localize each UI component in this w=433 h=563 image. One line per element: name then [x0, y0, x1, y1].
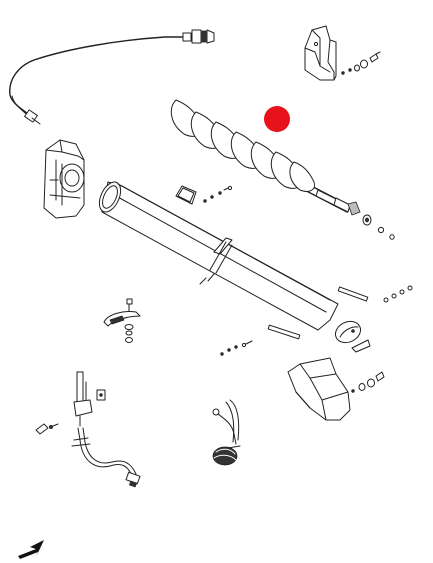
- cover-plate-fasteners[interactable]: [203, 185, 233, 203]
- inspection-cover-plate[interactable]: [175, 185, 197, 205]
- clamp-assembly[interactable]: [103, 298, 141, 343]
- callout-marker[interactable]: [264, 106, 290, 132]
- bracket-hardware[interactable]: [341, 51, 381, 75]
- wiring-harness[interactable]: [71, 427, 141, 488]
- spout-hardware[interactable]: [351, 371, 385, 393]
- switch-assembly[interactable]: [73, 371, 106, 427]
- mounting-bracket[interactable]: [304, 25, 337, 81]
- tension-strips[interactable]: [267, 286, 369, 340]
- direction-arrow-icon: [18, 540, 44, 559]
- solenoid-coil[interactable]: [212, 399, 241, 466]
- auger-shaft-hardware[interactable]: [347, 201, 395, 240]
- tube-end-cap[interactable]: [332, 317, 371, 353]
- discharge-spout[interactable]: [287, 357, 351, 421]
- switch-fasteners[interactable]: [35, 423, 59, 435]
- auger-tube[interactable]: [95, 179, 339, 331]
- sensor-cable-assembly[interactable]: [9, 29, 215, 125]
- strip-hardware[interactable]: [383, 285, 413, 303]
- drive-motor[interactable]: [43, 139, 85, 219]
- auger-flighting[interactable]: [170, 99, 351, 213]
- end-cap-fasteners[interactable]: [220, 340, 253, 356]
